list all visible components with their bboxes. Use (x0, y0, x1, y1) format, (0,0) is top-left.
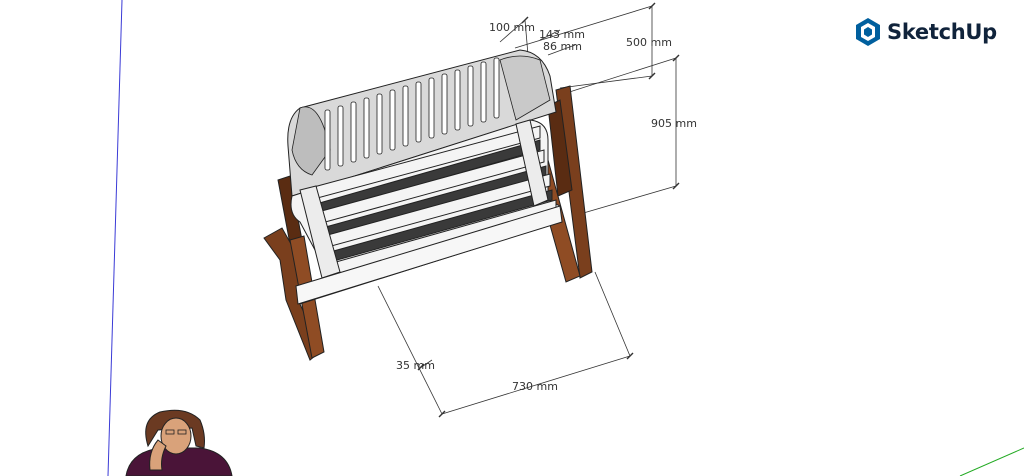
sketchup-logo-text: SketchUp (887, 20, 997, 44)
backrest-slots (324, 57, 500, 171)
backrest-curve-right (499, 55, 551, 121)
blue-axis (107, 0, 123, 476)
seat-front-rail (295, 205, 563, 305)
dim-label-500: 500 mm (626, 36, 672, 49)
dim-label-86: 86 mm (543, 40, 582, 53)
dimension-ticks (417, 2, 680, 418)
seat-left-rail (299, 185, 341, 279)
seat-right-rail (515, 119, 549, 207)
green-axis (959, 447, 1024, 476)
chair-model[interactable] (263, 49, 593, 361)
sketchup-logo: SketchUp (855, 16, 997, 48)
scale-figure-icon (125, 409, 233, 476)
backrest-curve (291, 106, 331, 176)
right-front-leg (547, 99, 573, 197)
dim-label-143: 143 mm (539, 28, 585, 41)
dim-label-905: 905 mm (651, 117, 697, 130)
dimension-lines (377, 5, 677, 415)
sketchup-logo-icon (856, 18, 880, 46)
seat-slats (309, 125, 557, 275)
dim-label-730: 730 mm (512, 380, 558, 393)
dim-label-100: 100 mm (489, 21, 535, 34)
dim-label-35: 35 mm (396, 359, 435, 372)
